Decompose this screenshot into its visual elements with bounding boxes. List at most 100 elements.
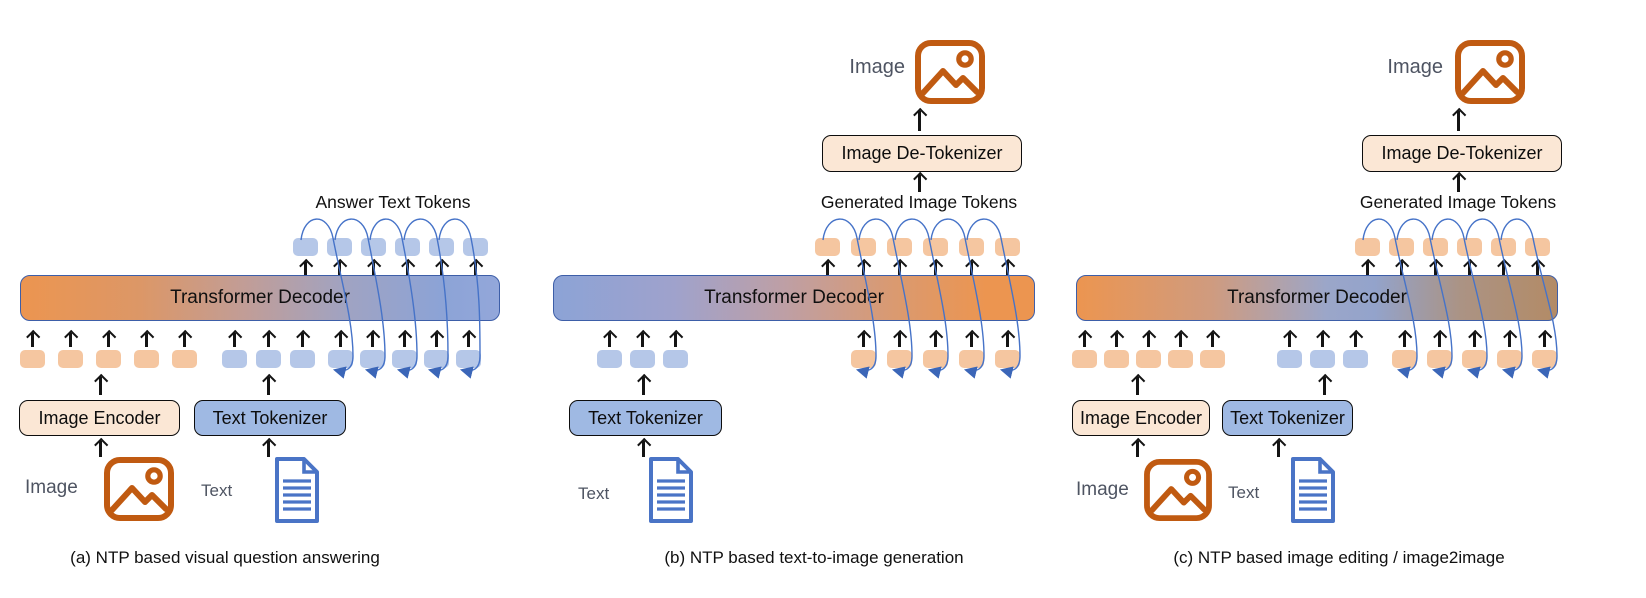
orange-token (1497, 350, 1522, 368)
orange-token (1462, 350, 1487, 368)
image-encoder-box: Image Encoder (19, 400, 180, 436)
blue-token (1310, 350, 1335, 368)
text-token-row (1277, 330, 1368, 368)
blue-token (392, 350, 417, 368)
up-arrow-icon (928, 259, 943, 276)
up-arrow-icon (63, 330, 78, 347)
up-arrow-icon (93, 438, 108, 457)
orange-token (172, 350, 197, 368)
up-arrow-icon (668, 330, 683, 347)
token-unit (851, 330, 876, 368)
up-arrow-icon (101, 330, 116, 347)
token-unit (361, 238, 386, 276)
feedback-token-row (1392, 330, 1557, 368)
orange-token (1423, 238, 1448, 256)
up-arrow-icon (332, 259, 347, 276)
up-arrow-icon (177, 330, 192, 347)
token-unit (172, 330, 197, 368)
up-arrow-icon (298, 259, 313, 276)
up-arrow-icon (468, 259, 483, 276)
orange-token (923, 238, 948, 256)
up-arrow-icon (365, 330, 380, 347)
transformer-decoder-label: Transformer Decoder (170, 287, 350, 308)
text-tokenizer-box: Text Tokenizer (194, 400, 346, 436)
image-detokenizer-box: Image De-Tokenizer (1362, 135, 1562, 172)
token-unit (597, 330, 622, 368)
orange-token (851, 350, 876, 368)
token-unit (887, 238, 912, 276)
document-icon (648, 456, 694, 524)
orange-token (815, 238, 840, 256)
token-unit (1355, 238, 1380, 276)
blue-token (429, 238, 454, 256)
up-arrow-icon (25, 330, 40, 347)
up-arrow-icon (461, 330, 476, 347)
blue-token (597, 350, 622, 368)
up-arrow-icon (1502, 330, 1517, 347)
token-unit (20, 330, 45, 368)
blue-token (424, 350, 449, 368)
up-arrow-icon (602, 330, 617, 347)
up-arrow-icon (1467, 330, 1482, 347)
orange-token (887, 350, 912, 368)
orange-token (1072, 350, 1097, 368)
generated-image-tokens-label: Generated Image Tokens (820, 192, 1018, 212)
orange-token (1457, 238, 1482, 256)
up-arrow-icon (227, 330, 242, 347)
up-arrow-icon (1530, 259, 1545, 276)
token-unit (1104, 330, 1129, 368)
document-icon (1290, 456, 1336, 524)
feedback-token-row (851, 330, 1020, 368)
orange-token (959, 238, 984, 256)
up-arrow-icon (1000, 259, 1015, 276)
blue-token (663, 350, 688, 368)
blue-token (1343, 350, 1368, 368)
image-encoder-label: Image Encoder (38, 407, 161, 428)
blue-token (222, 350, 247, 368)
token-unit (1389, 238, 1414, 276)
orange-token (134, 350, 159, 368)
token-unit (58, 330, 83, 368)
up-arrow-icon (1360, 259, 1375, 276)
token-unit (222, 330, 247, 368)
up-arrow-icon (1000, 330, 1015, 347)
up-arrow-icon (820, 259, 835, 276)
token-unit (1277, 330, 1302, 368)
up-arrow-icon (1077, 330, 1092, 347)
output-token-row (815, 238, 1020, 276)
up-arrow-icon (434, 259, 449, 276)
feedback-token-row (328, 330, 481, 368)
up-arrow-icon (1537, 330, 1552, 347)
token-unit (360, 330, 385, 368)
orange-token (1168, 350, 1193, 368)
token-unit (328, 330, 353, 368)
up-arrow-icon (1496, 259, 1511, 276)
up-arrow-icon (928, 330, 943, 347)
up-arrow-icon (1282, 330, 1297, 347)
image-detokenizer-box: Image De-Tokenizer (822, 135, 1022, 172)
text-tokenizer-label: Text Tokenizer (1230, 407, 1345, 428)
text-tokenizer-label: Text Tokenizer (588, 407, 703, 428)
token-unit (424, 330, 449, 368)
text-input-label: Text (1228, 483, 1260, 502)
text-token-row (597, 330, 688, 368)
token-unit (429, 238, 454, 276)
orange-token (1392, 350, 1417, 368)
orange-token (923, 350, 948, 368)
token-unit (995, 238, 1020, 276)
transformer-decoder: Transformer Decoder (553, 275, 1035, 321)
blue-token (293, 238, 318, 256)
orange-token (995, 238, 1020, 256)
token-unit (395, 238, 420, 276)
up-arrow-icon (1451, 108, 1466, 131)
token-unit (1457, 238, 1482, 276)
image-input-label: Image (25, 477, 78, 498)
token-unit (1497, 330, 1522, 368)
up-arrow-icon (856, 330, 871, 347)
token-unit (923, 330, 948, 368)
token-unit (1072, 330, 1097, 368)
token-unit (959, 238, 984, 276)
up-arrow-icon (1271, 438, 1286, 457)
up-arrow-icon (635, 330, 650, 347)
